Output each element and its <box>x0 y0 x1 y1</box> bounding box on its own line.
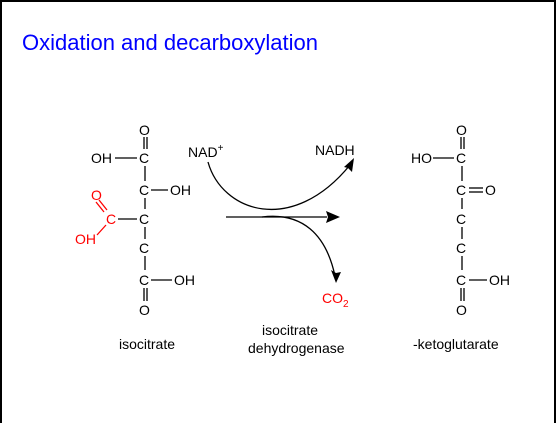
main-arrowhead <box>326 211 340 223</box>
isocitrate-structure: O OH C C OH O C OH C C C OH O <box>75 122 195 318</box>
keto-o: O <box>485 182 496 198</box>
ketoglutarate-caption: -ketoglutarate <box>413 336 499 352</box>
isocitrate-bottom-o: O <box>139 302 150 318</box>
keto-c3: C <box>456 211 466 227</box>
enzyme-caption-line2: dehydrogenase <box>248 340 345 356</box>
keto-bottom-o: O <box>456 302 467 318</box>
isocitrate-c2: C <box>139 182 149 198</box>
keto-ho-left: HO <box>411 150 432 166</box>
slide-title: Oxidation and decarboxylation <box>22 30 318 55</box>
keto-c2: C <box>456 182 466 198</box>
isocitrate-c1: C <box>139 150 149 166</box>
isocitrate-c4: C <box>139 240 149 256</box>
isocitrate-top-o: O <box>139 122 150 138</box>
keto-c5: C <box>456 272 466 288</box>
keto-top-o: O <box>456 122 467 138</box>
isocitrate-c3: C <box>139 211 149 227</box>
nadh-label: NADH <box>315 142 355 158</box>
isocitrate-oh-left: OH <box>91 150 112 166</box>
keto-c1: C <box>456 150 466 166</box>
isocitrate-red-c: C <box>106 211 116 227</box>
co2-arrow <box>261 215 336 277</box>
keto-oh-right: OH <box>489 272 510 288</box>
nad-plus-label: NAD+ <box>188 143 224 160</box>
co2-arrowhead <box>331 270 341 283</box>
reaction-arrows <box>207 161 351 277</box>
nadh-arrowhead <box>344 158 354 172</box>
isocitrate-c5: C <box>139 272 149 288</box>
isocitrate-caption: isocitrate <box>119 336 175 352</box>
co2-label: CO2 <box>322 290 349 310</box>
keto-c4: C <box>456 240 466 256</box>
isocitrate-oh-right: OH <box>170 182 191 198</box>
isocitrate-red-o: O <box>91 187 102 203</box>
ketoglutarate-structure: O HO C C O C C C OH O <box>411 122 510 318</box>
enzyme-caption-line1: isocitrate <box>262 322 318 338</box>
isocitrate-oh-bottom: OH <box>174 272 195 288</box>
nad-arrow <box>207 161 351 210</box>
isocitrate-red-oh: OH <box>75 231 96 247</box>
